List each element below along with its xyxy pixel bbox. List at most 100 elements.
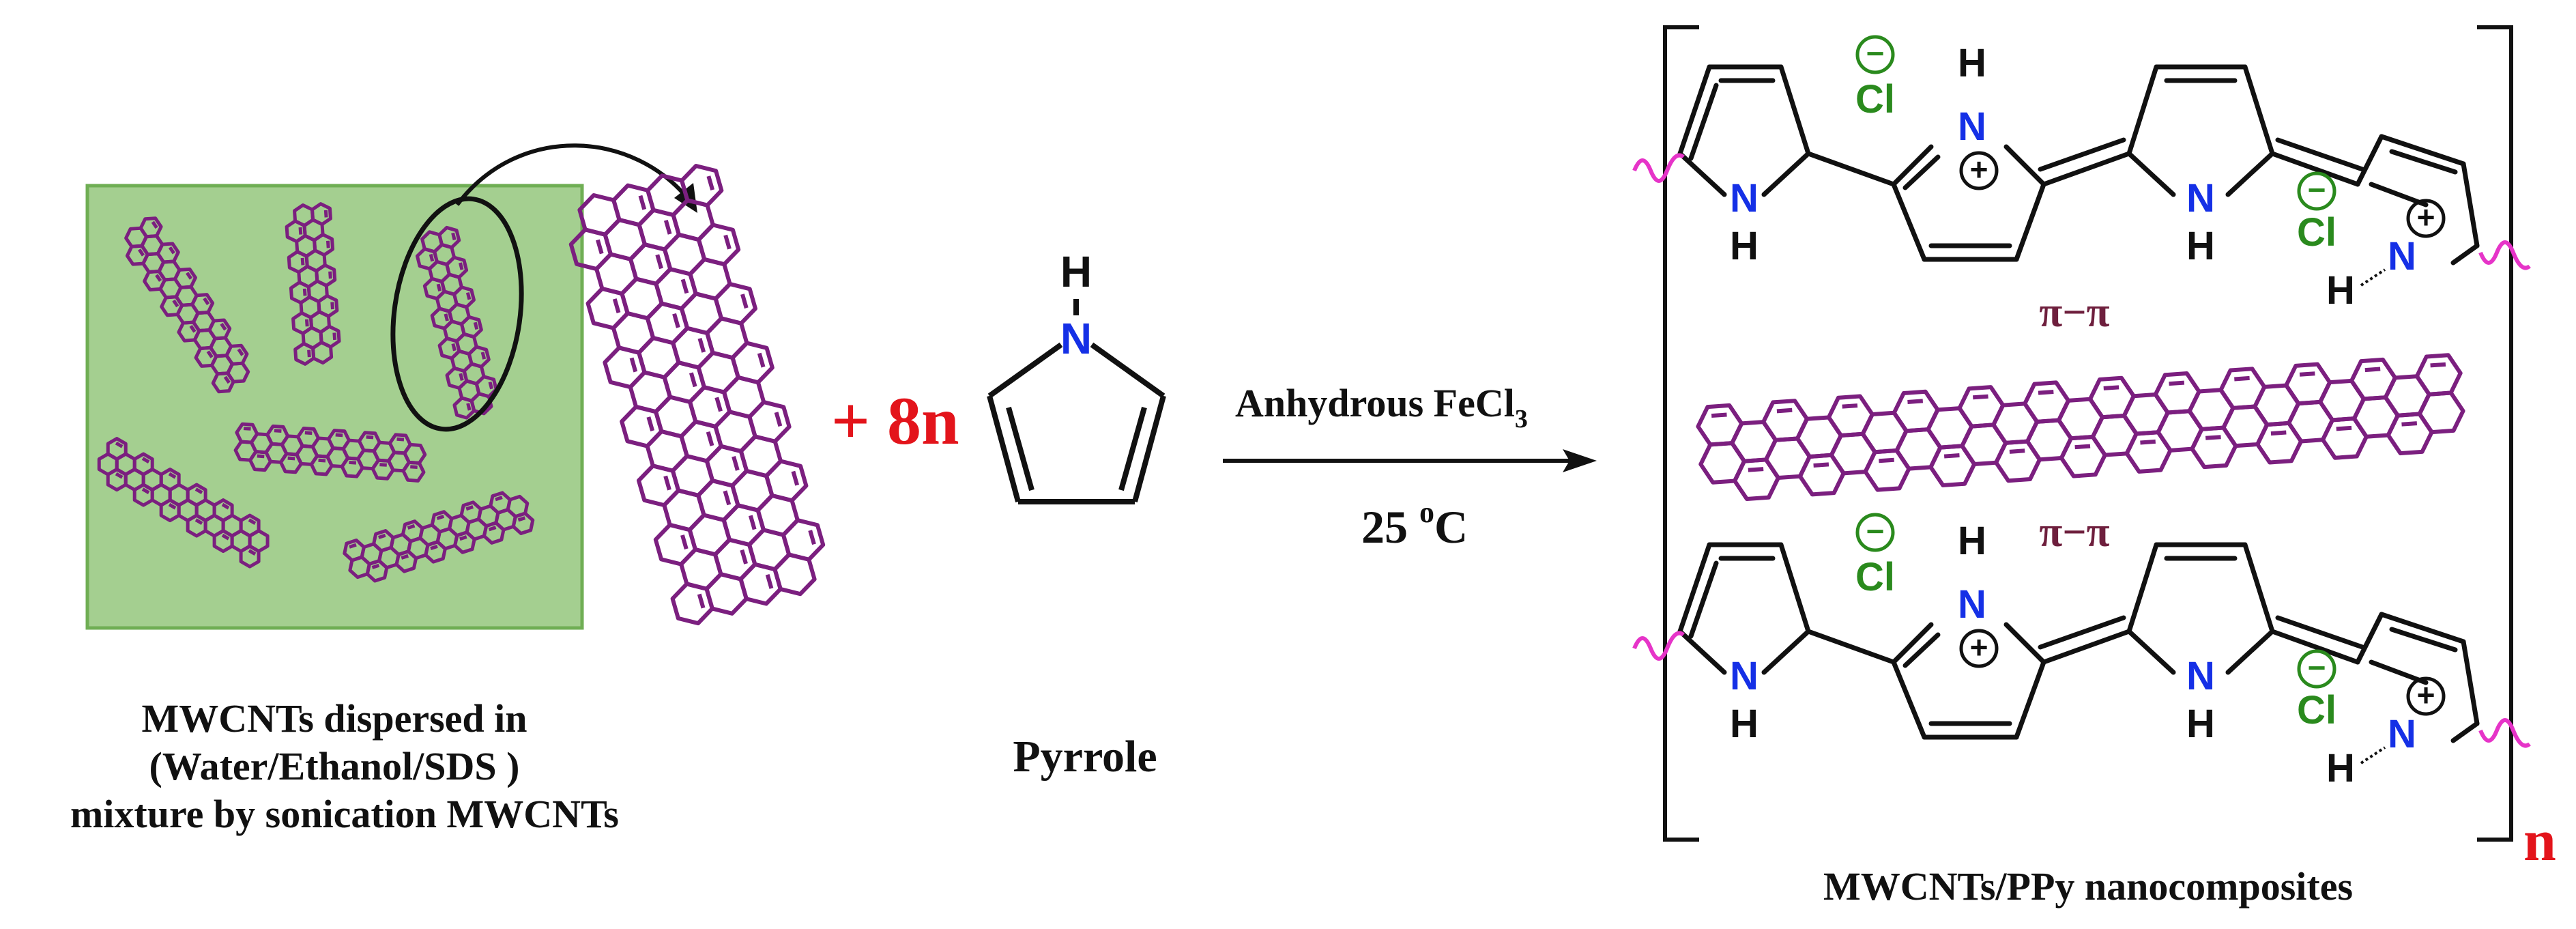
hexagon-ring	[1797, 453, 1846, 497]
double-bond	[221, 533, 230, 541]
hydrogen-atom: H	[1958, 41, 1986, 85]
selection-ellipse	[390, 196, 524, 432]
negative-charge: −	[1866, 513, 1885, 549]
repeat-unit-brackets	[1663, 25, 2513, 842]
double-bond	[328, 271, 332, 279]
double-bond	[451, 343, 457, 352]
bond	[2126, 542, 2159, 634]
bond	[2355, 134, 2384, 187]
hexagon-ring	[2255, 420, 2304, 465]
bond	[2003, 144, 2046, 187]
negative-charge: −	[1866, 35, 1885, 71]
mwcnt-sheet	[1696, 353, 2465, 502]
positive-charge-circle	[2406, 676, 2446, 716]
double-bond	[757, 352, 766, 368]
bond	[1677, 629, 1727, 675]
chain-end-right	[2478, 240, 2531, 270]
bond	[2242, 64, 2275, 156]
stoichiometric-coefficient: + 8n	[831, 383, 959, 459]
pyrrole-nitrogen-atom: N	[1060, 314, 1092, 363]
bond	[1677, 542, 1712, 634]
bond	[2270, 151, 2360, 187]
double-bond	[237, 348, 244, 356]
bond	[1891, 659, 1927, 740]
double-bond	[444, 313, 449, 321]
bond	[2041, 151, 2132, 187]
bond	[2355, 612, 2384, 665]
double-bond	[115, 441, 124, 448]
bond	[2225, 629, 2275, 675]
chloride-counterion: Cl	[2297, 210, 2336, 255]
bond	[1688, 560, 1719, 639]
double-bond	[155, 274, 162, 282]
bond	[1891, 622, 1934, 665]
reaction-arrowhead	[1563, 449, 1597, 472]
hydrogen-atom: H	[1958, 519, 1986, 563]
double-bond	[2009, 448, 2025, 454]
bond	[2275, 615, 2365, 650]
dispersion-caption-line-1: MWCNTs dispersed in	[141, 696, 527, 741]
double-bond	[248, 549, 257, 556]
double-bond	[168, 472, 177, 479]
mwcnt-lattice	[1696, 353, 2465, 502]
pi-pi-label-upper: π−π	[2039, 289, 2109, 336]
hexagon-ring	[452, 396, 476, 420]
double-bond	[396, 437, 405, 442]
negative-charge-circle	[2297, 649, 2336, 689]
double-bond	[808, 530, 816, 545]
double-bond	[2336, 425, 2352, 431]
positive-charge-circle	[2406, 199, 2446, 238]
double-bond	[706, 175, 715, 191]
double-bond	[774, 412, 783, 427]
hexagon-ring	[2417, 390, 2465, 435]
double-bond	[488, 381, 493, 390]
zoomed-nanotube	[568, 164, 826, 626]
double-bond	[323, 210, 328, 218]
hydrogen-atom: H	[2186, 224, 2215, 268]
double-bond	[697, 593, 706, 609]
pyrrole-structure	[987, 299, 1166, 504]
double-bond	[298, 227, 303, 235]
double-bond	[430, 545, 438, 551]
repeat-subscript: n	[2523, 807, 2556, 873]
hexagon-ring	[2320, 416, 2369, 460]
double-bond	[429, 253, 435, 262]
double-bond	[349, 543, 357, 549]
chain-end-right	[2478, 718, 2531, 748]
double-bond	[223, 375, 231, 384]
positive-charge: +	[2417, 199, 2435, 235]
bond	[1778, 64, 1811, 156]
nitrogen-atom: N	[1730, 654, 1759, 698]
negative-charge: −	[2308, 172, 2326, 208]
double-bond	[407, 524, 416, 530]
double-bond	[401, 554, 409, 560]
double-bond	[1973, 394, 1988, 400]
bond	[1902, 632, 1941, 668]
hexagon-ring	[2414, 353, 2463, 397]
double-bond	[378, 533, 386, 539]
dispersion-caption-line-3: mixture by sonication MWCNTs	[70, 792, 619, 836]
negative-charge-circle	[2297, 171, 2336, 211]
bond	[2389, 627, 2458, 653]
hexagon-ring	[211, 371, 235, 394]
bond	[1891, 182, 1927, 262]
double-bond	[629, 357, 638, 373]
double-bond	[287, 456, 295, 461]
double-bond	[379, 463, 387, 467]
bond	[2126, 151, 2176, 197]
hexagon-ring	[1863, 448, 1911, 492]
double-bond	[371, 563, 380, 569]
hydrogen-atom: H	[2326, 268, 2355, 313]
double-bond	[689, 372, 697, 388]
pyrrole-hydrogen-atom: H	[1060, 247, 1092, 296]
double-bond	[300, 257, 305, 266]
double-bond	[302, 288, 307, 296]
hexagon-ring	[2059, 434, 2107, 478]
bond	[2126, 64, 2159, 156]
double-bond	[330, 302, 334, 310]
bond	[2275, 137, 2365, 172]
dispersed-nanotubes	[97, 202, 535, 583]
bond	[1778, 542, 1811, 634]
hexagon-ring	[293, 341, 316, 366]
